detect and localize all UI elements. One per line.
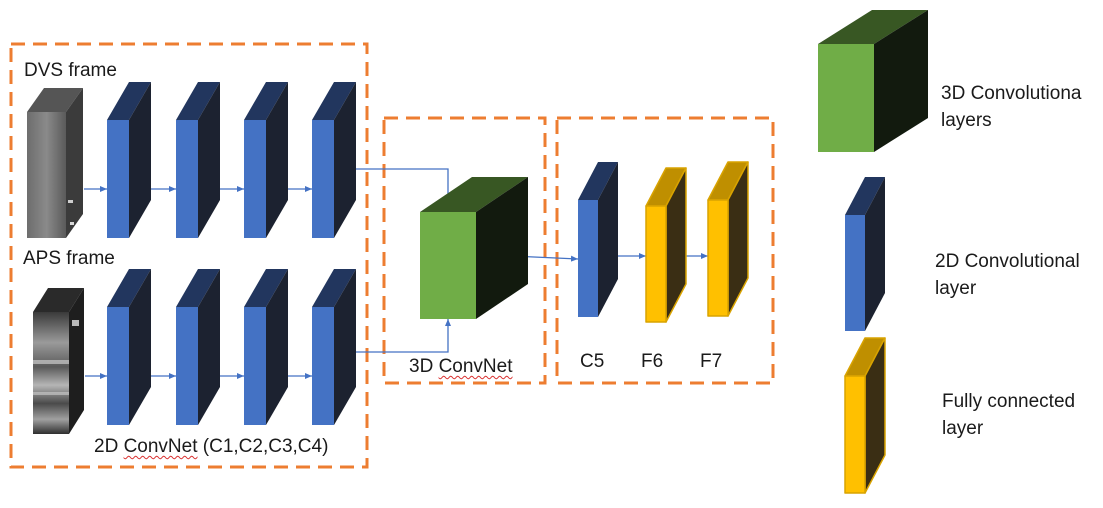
head-label-c5: C5 — [580, 351, 605, 372]
legend-fc-icon — [844, 337, 886, 494]
conv2d-label-word: ConvNet — [123, 436, 198, 457]
layer-blocks — [107, 10, 928, 494]
legend-2d-conv-line1: 2D Convolutional — [935, 251, 1080, 272]
dvs-frame-label: DVS frame — [24, 60, 117, 81]
legend-fc-line2: layer — [942, 418, 984, 439]
conv3d-module-label: 3D ConvNet — [409, 357, 513, 376]
conv2d-label-prefix: 2D — [94, 436, 124, 457]
conv2d-block-aps-3 — [244, 269, 288, 425]
conv2d-block-c5 — [578, 162, 618, 317]
conv2d-block-aps-1 — [107, 269, 151, 425]
fc-block-f7 — [707, 161, 749, 317]
conv2d-block-aps-4 — [312, 269, 356, 425]
legend-3d-conv-label: 3D Convolutiona layers — [941, 80, 1081, 134]
conv2d-module-label: 2D ConvNet (C1,C2,C3,C4) — [94, 437, 328, 456]
legend-3d-conv-icon — [818, 10, 928, 152]
aps-frame-image — [33, 288, 84, 434]
conv3d-block — [420, 177, 528, 319]
legend-2d-conv-icon — [845, 177, 885, 331]
conv3d-module-box — [382, 116, 547, 385]
head-label-f7: F7 — [700, 351, 723, 372]
conv2d-block-dvs-4 — [312, 82, 356, 238]
legend-2d-conv-label: 2D Convolutional layer — [935, 248, 1080, 302]
legend-2d-conv-line2: layer — [935, 278, 977, 299]
fc-block-f6 — [645, 167, 687, 323]
head-label-f6: F6 — [641, 351, 664, 372]
legend-3d-conv-line1: 3D Convolutiona — [941, 83, 1082, 104]
aps-frame-label: APS frame — [23, 248, 115, 269]
arrow-aps-to-3d — [338, 319, 451, 353]
legend-3d-conv-line2: layers — [941, 110, 992, 131]
legend-fc-line1: Fully connected — [942, 391, 1076, 412]
conv3d-label-prefix: 3D — [409, 356, 439, 377]
conv2d-block-dvs-3 — [244, 82, 288, 238]
conv2d-block-aps-2 — [176, 269, 220, 425]
dvs-frame-image — [27, 88, 83, 238]
conv3d-label-word: ConvNet — [438, 356, 513, 377]
conv2d-label-suffix: (C1,C2,C3,C4) — [197, 436, 329, 457]
conv2d-block-dvs-1 — [107, 82, 151, 238]
conv2d-block-dvs-2 — [176, 82, 220, 238]
conv2d-module-box — [9, 42, 369, 469]
legend-fc-label: Fully connected layer — [942, 388, 1075, 442]
